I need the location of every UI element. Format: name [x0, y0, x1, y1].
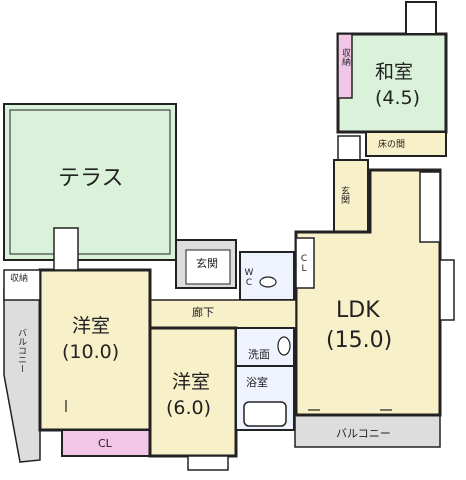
toilet-shape — [259, 276, 277, 288]
yoshitsu2-size: (6.0) — [166, 397, 212, 419]
washitsu-closet — [337, 33, 353, 99]
washitsu-name: 和室 — [375, 61, 414, 83]
tokonoma-label: 床の間 — [378, 140, 406, 150]
kitchen-counter — [419, 171, 441, 243]
ldk-area — [294, 168, 442, 417]
cl-right-label: CL — [299, 254, 309, 274]
senmen-label: 洗面 — [248, 348, 270, 361]
left-closet — [3, 269, 41, 301]
yoshitsu2-name: 洋室 — [172, 371, 211, 393]
terrace-inner — [9, 109, 171, 255]
wc-label: WC — [244, 268, 254, 288]
balcony-left — [3, 287, 41, 463]
yoshitsu1-name: 洋室 — [72, 315, 111, 337]
hallway-area — [149, 299, 297, 329]
yokushitsu-label: 浴室 — [246, 376, 268, 389]
genkan-small-label: 玄関 — [339, 186, 349, 204]
ldk-window-right — [439, 259, 455, 321]
foyer-area — [333, 159, 369, 233]
yoshitsu1-size: (10.0) — [62, 341, 120, 363]
bathtub — [243, 401, 287, 427]
washitsu-window-top — [405, 1, 437, 35]
tokonoma-area — [365, 131, 447, 157]
genkan-label: 玄関 — [196, 257, 218, 270]
yoshitsu2-window — [187, 455, 229, 471]
terrace-label: テラス — [58, 166, 124, 191]
balcony-left-label: バルコニー — [16, 328, 26, 373]
yoshitsu2-area — [148, 326, 238, 458]
shuno-left-label: 収納 — [10, 274, 29, 284]
ldk-size: (15.0) — [326, 328, 393, 353]
storage-box — [337, 135, 361, 161]
ldk-closet — [295, 237, 315, 289]
genkan-inner — [185, 249, 231, 285]
stair-box — [53, 227, 79, 271]
balcony-bottom — [294, 414, 441, 448]
rouka-label: 廊下 — [192, 306, 214, 319]
sink-shape — [277, 336, 291, 356]
washitsu-size: (4.5) — [375, 87, 421, 109]
terrace-area — [3, 103, 177, 261]
washitsu-area — [336, 32, 448, 134]
shuno-top-label: 収納 — [340, 48, 350, 66]
balcony-bottom-label: バルコニー — [336, 427, 391, 440]
cl-bottom-label: CL — [98, 437, 112, 450]
ldk-name: LDK — [336, 298, 380, 323]
